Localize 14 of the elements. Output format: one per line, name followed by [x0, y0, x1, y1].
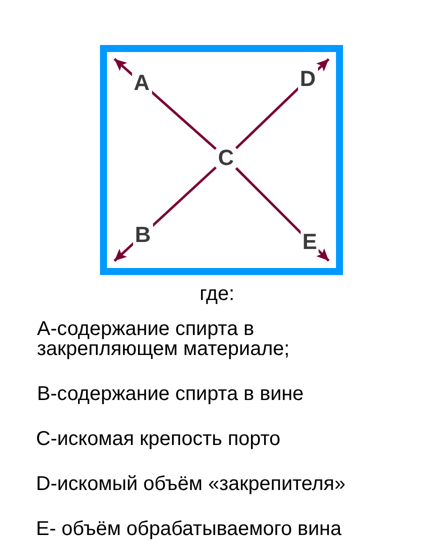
square-frame: [100, 45, 343, 275]
edge-label: D: [298, 68, 318, 90]
definition-text: C-искомая крепость порто: [36, 429, 280, 449]
edge-label: E: [300, 230, 320, 253]
definition-text: D-искомый объём «закрепителя»: [36, 474, 346, 494]
center-letter: C: [218, 147, 234, 169]
edge-label: A: [132, 72, 152, 94]
definition-text: E- объём обрабатываемого вина: [36, 519, 342, 539]
arrow: [235, 167, 330, 262]
arrow: [235, 58, 330, 150]
heading-text: где:: [200, 284, 234, 304]
definition-text: B-содержание спирта в вине: [37, 384, 304, 404]
definition-text: A-содержание спирта в закрепляющем материале;: [37, 319, 291, 359]
edge-label: B: [132, 224, 153, 246]
